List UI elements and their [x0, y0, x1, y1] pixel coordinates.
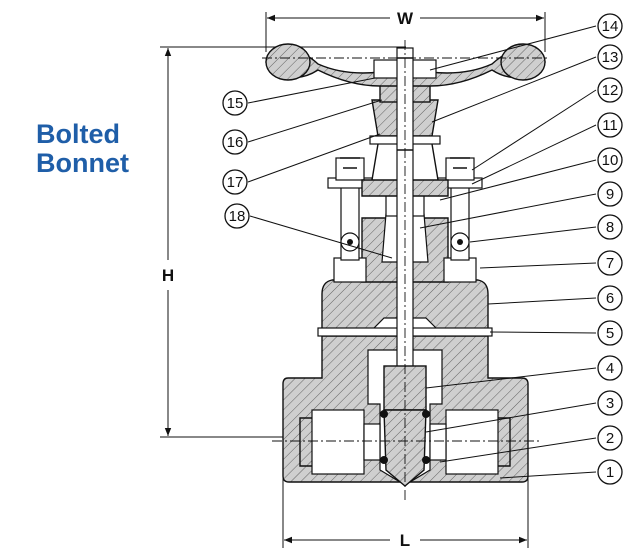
callout-17: 17 — [222, 169, 248, 195]
callout-2: 2 — [597, 425, 623, 451]
svg-text:14: 14 — [602, 18, 619, 35]
callout-16: 16 — [222, 129, 248, 155]
dimension-w: W — [265, 9, 546, 52]
svg-text:6: 6 — [606, 290, 614, 307]
callout-8: 8 — [597, 214, 623, 240]
callout-10: 10 — [597, 147, 623, 173]
callout-13: 13 — [597, 44, 623, 70]
callout-14: 14 — [597, 13, 623, 39]
title-line-1: Bolted — [36, 119, 120, 149]
svg-text:4: 4 — [606, 360, 614, 377]
svg-text:17: 17 — [227, 174, 244, 191]
callout-3: 3 — [597, 390, 623, 416]
dimension-l-label: L — [400, 531, 410, 550]
svg-text:1: 1 — [606, 464, 614, 481]
dimension-h-label: H — [162, 266, 174, 285]
callout-15: 15 — [222, 90, 248, 116]
svg-text:9: 9 — [606, 186, 614, 203]
callout-4: 4 — [597, 355, 623, 381]
callout-6: 6 — [597, 285, 623, 311]
svg-text:2: 2 — [606, 430, 614, 447]
dimension-l: L — [282, 470, 529, 550]
svg-text:10: 10 — [602, 152, 619, 169]
svg-text:11: 11 — [602, 117, 618, 134]
callout-11: 11 — [597, 112, 623, 138]
callout-9: 9 — [597, 181, 623, 207]
callout-5: 5 — [597, 320, 623, 346]
leader-lines — [247, 25, 597, 479]
svg-text:3: 3 — [606, 395, 614, 412]
callout-12: 12 — [597, 77, 623, 103]
svg-text:8: 8 — [606, 219, 614, 236]
svg-text:16: 16 — [227, 134, 244, 151]
svg-text:12: 12 — [602, 82, 619, 99]
callout-18: 18 — [224, 203, 250, 229]
title-line-2: Bonnet — [36, 148, 129, 178]
callout-7: 7 — [597, 250, 623, 276]
dimension-w-label: W — [397, 9, 414, 28]
svg-text:7: 7 — [606, 255, 614, 272]
svg-text:15: 15 — [227, 95, 244, 112]
svg-text:5: 5 — [606, 325, 614, 342]
callout-1: 1 — [597, 459, 623, 485]
svg-text:13: 13 — [602, 49, 619, 66]
svg-text:18: 18 — [229, 208, 246, 225]
handwheel — [265, 43, 546, 87]
drawing-title: Bolted Bonnet — [36, 120, 129, 178]
